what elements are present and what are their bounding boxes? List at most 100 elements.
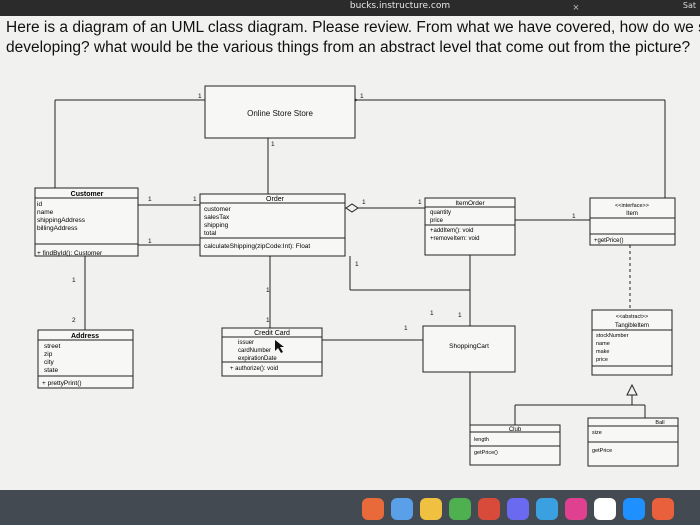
address-attr: city <box>44 359 55 366</box>
item-order-attr: price <box>430 218 444 224</box>
order-class[interactable]: Order customer salesTax shipping total c… <box>199 193 346 257</box>
credit-card-attr: expirationDate <box>238 356 277 362</box>
credit-card-attr: cardNumber <box>238 348 271 354</box>
question-text: Here is a diagram of an UML class diagra… <box>6 18 700 58</box>
customer-class[interactable]: Customer id name shippingAddress billing… <box>34 187 139 257</box>
club-title: Club <box>509 427 522 433</box>
credit-card-class[interactable]: Credit Card issuer cardNumber expiration… <box>221 327 323 377</box>
question-line-2: developing? what would be the various th… <box>6 39 691 56</box>
aggregation-diamond <box>345 203 359 213</box>
multiplicity-label: 1 <box>355 261 359 268</box>
item-order-title: ItemOrder <box>455 200 485 207</box>
order-attr: shipping <box>204 222 229 229</box>
multiplicity-label: 1 <box>418 199 422 206</box>
dock-app-icon[interactable] <box>565 498 587 520</box>
address-attr: state <box>44 367 58 374</box>
address-title: Address <box>71 333 99 340</box>
page-content: Here is a diagram of an UML class diagra… <box>0 16 700 490</box>
multiplicity-label: 1 <box>362 199 366 206</box>
item-order-method: +removeItem: void <box>430 236 480 242</box>
multiplicity-label: 1 <box>271 141 275 148</box>
close-icon[interactable]: × <box>572 2 580 14</box>
item-order-method: +addItem(): void <box>430 228 474 234</box>
dock-app-icon[interactable] <box>478 498 500 520</box>
ball-method: getPrice <box>592 448 612 454</box>
multiplicity-label: 1 <box>148 238 152 245</box>
dock-app-icon[interactable] <box>449 498 471 520</box>
order-attr: total <box>204 230 217 237</box>
multiplicity-labels: 1 1 1 1 1 1 1 1 1 1 1 1 1 2 1 1 1 <box>72 93 576 332</box>
item-order-attr: quantity <box>430 210 451 216</box>
customer-attr: shippingAddress <box>37 217 86 224</box>
dock-app-icon[interactable] <box>536 498 558 520</box>
browser-top-bar: bucks.instructure.com × Sat <box>0 0 700 16</box>
address-method: + prettyPrint() <box>42 380 82 387</box>
interface-item-class[interactable]: <<interface>> Item +getPrice() <box>589 197 676 246</box>
address-attr: zip <box>44 351 53 358</box>
multiplicity-label: 1 <box>72 277 76 284</box>
order-attr: salesTax <box>204 214 230 221</box>
customer-title: Customer <box>71 191 104 198</box>
generalization-arrow <box>626 383 638 396</box>
tangible-item-class[interactable]: <<abstract>> TangibleItem stockNumber na… <box>591 309 673 376</box>
multiplicity-label: 1 <box>266 287 270 294</box>
credit-card-method: + authorize(): void <box>230 366 278 372</box>
interface-stereotype: <<interface>> <box>615 203 649 209</box>
dock-app-icon[interactable] <box>623 498 645 520</box>
ball-class[interactable]: Ball size getPrice <box>587 417 679 467</box>
url-text[interactable]: bucks.instructure.com <box>349 1 451 11</box>
dock-app-icon[interactable] <box>391 498 413 520</box>
shopping-cart-title: ShoppingCart <box>449 343 489 350</box>
online-store-title: Online Store Store <box>247 109 313 118</box>
order-title: Order <box>266 196 285 203</box>
multiplicity-label: 1 <box>572 213 576 220</box>
tangible-attr: price <box>596 357 608 363</box>
credit-card-attr: issuer <box>238 340 254 346</box>
customer-attr: billingAddress <box>37 225 78 232</box>
tangible-title: TangibleItem <box>615 323 649 329</box>
club-method: getPrice() <box>474 450 498 456</box>
multiplicity-label: 1 <box>404 325 408 332</box>
question-line-1: Here is a diagram of an UML class diagra… <box>6 19 700 36</box>
multiplicity-label: 1 <box>193 196 197 203</box>
item-order-class[interactable]: ItemOrder quantity price +addItem(): voi… <box>424 197 516 256</box>
ball-title: Ball <box>655 420 664 426</box>
multiplicity-label: 1 <box>198 93 202 100</box>
multiplicity-label: 2 <box>72 317 76 324</box>
dock-app-icon[interactable] <box>420 498 442 520</box>
interface-title: Item <box>626 211 638 217</box>
multiplicity-label: 1 <box>360 93 364 100</box>
association-lines <box>54 99 666 425</box>
tangible-attr: name <box>596 341 610 347</box>
customer-attr: name <box>37 209 54 216</box>
order-attr: customer <box>204 206 232 213</box>
tangible-attr: stockNumber <box>596 333 629 339</box>
dock-app-icon[interactable] <box>594 498 616 520</box>
multiplicity-label: 1 <box>148 196 152 203</box>
dock-app-icon[interactable] <box>507 498 529 520</box>
uml-class-diagram: Online Store Store Customer id name ship… <box>34 85 679 467</box>
dock-app-icon[interactable] <box>652 498 674 520</box>
customer-attr: id <box>37 201 42 208</box>
tangible-stereotype: <<abstract>> <box>616 314 648 320</box>
club-class[interactable]: Club length getPrice() <box>469 424 561 466</box>
interface-method: +getPrice() <box>594 238 624 244</box>
multiplicity-label: 1 <box>430 310 434 317</box>
dock-app-icon[interactable] <box>362 498 384 520</box>
mouse-cursor-icon <box>275 340 284 353</box>
macos-dock <box>0 490 700 525</box>
order-method: calculateShipping(zipCode:Int): Float <box>204 243 310 250</box>
tangible-attr: make <box>596 349 609 355</box>
online-store-class[interactable]: Online Store Store <box>204 85 356 139</box>
uml-markers <box>80 96 638 396</box>
credit-card-title: Credit Card <box>254 330 290 337</box>
club-attr: length <box>474 437 489 443</box>
address-class[interactable]: Address street zip city state + prettyPr… <box>37 329 134 389</box>
customer-method: + findById(): Customer <box>37 250 103 257</box>
address-attr: street <box>44 343 60 350</box>
ball-attr: size <box>592 430 602 436</box>
multiplicity-label: 1 <box>458 312 462 319</box>
multiplicity-label: 1 <box>266 317 270 324</box>
system-status: Sat <box>682 1 696 10</box>
shopping-cart-class[interactable]: ShoppingCart <box>422 325 516 373</box>
